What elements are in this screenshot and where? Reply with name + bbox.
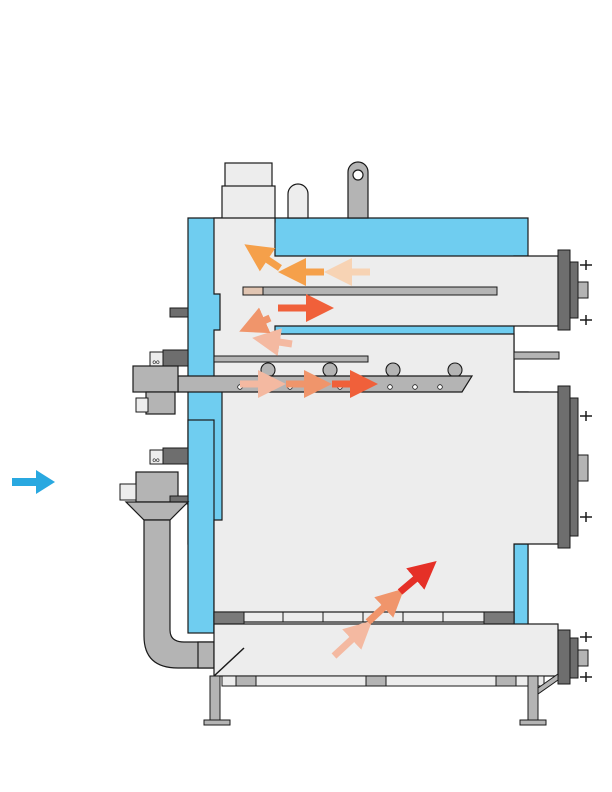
svg-text:oo: oo [152,359,160,366]
primary-flame-arrow-1 [331,620,373,659]
return-flow-arrow-2 [239,307,272,334]
primary-flame-arrow-2 [365,588,405,625]
primary-flame-arrow-3 [397,560,437,595]
svg-text:oo: oo [152,457,160,464]
support-legs [203,673,559,726]
burner-assembly: oo oo [119,349,189,505]
return-flow-arrow-1 [252,328,293,356]
grate [213,611,559,687]
combustion-chamber [213,217,559,634]
flue-flow-arrow-3 [244,244,282,272]
gas-flow-arrows [239,244,437,659]
air-inlet-arrow [12,470,55,494]
flue-outlet [221,161,369,224]
cleaning-doors [557,249,592,685]
